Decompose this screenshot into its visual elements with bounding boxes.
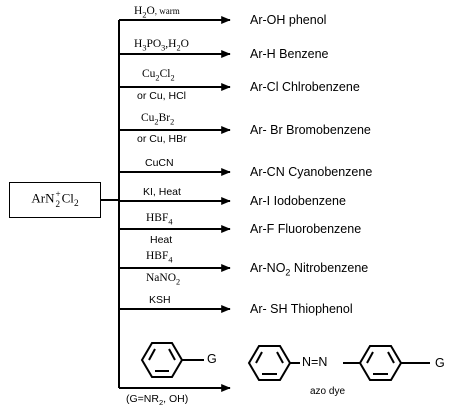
product-benzene: Ar-H Benzene — [250, 47, 329, 61]
product-bromobenzene: Ar- Br Bromobenzene — [250, 123, 371, 137]
azo-linkage: N=N — [302, 355, 328, 369]
reagent-nitrobenzene-top: HBF4 — [146, 250, 173, 265]
azo-dye-label: azo dye — [310, 386, 346, 397]
product-nitrobenzene: Ar-NO2 Nitrobenzene — [250, 261, 369, 278]
product-phenol: Ar-OH phenol — [250, 13, 327, 27]
azo-dye-structure — [247, 345, 430, 381]
product-iodobenzene: Ar-I Iodobenzene — [250, 194, 346, 208]
reagent-nitrobenzene-bottom: NaNO2 — [146, 272, 181, 287]
reagent-chlorobenzene-top: Cu2Cl2 — [142, 68, 175, 83]
reagent-bromobenzene-bottom: or Cu, HBr — [137, 133, 187, 145]
product-fluorobenzene: Ar-F Fluorobenzene — [250, 222, 362, 236]
reagent-fluorobenzene-bottom: Heat — [150, 234, 173, 246]
benzene-ring-reactant — [140, 342, 204, 378]
branch-arrows — [119, 16, 231, 392]
coupling-condition: (G=NR2, OH) — [126, 393, 189, 408]
reagent-thiophenol: KSH — [149, 294, 171, 306]
reagent-fluorobenzene-top: HBF4 — [146, 212, 173, 227]
reagent-iodobenzene: KI, Heat — [143, 186, 181, 198]
substituent-g-right: G — [435, 356, 445, 370]
reagent-bromobenzene-top: Cu2Br2 — [141, 112, 175, 127]
substituent-g-left: G — [207, 352, 217, 366]
product-cyanobenzene: Ar-CN Cyanobenzene — [250, 165, 373, 179]
reagent-cyanobenzene: CuCN — [145, 157, 174, 169]
reagent-chlorobenzene-bottom: or Cu, HCl — [137, 90, 187, 102]
reagent-benzene: H3PO3,H2O — [134, 38, 189, 53]
product-thiophenol: Ar- SH Thiophenol — [250, 302, 353, 316]
product-chlorobenzene: Ar-Cl Chlrobenzene — [250, 80, 360, 94]
reagent-phenol: H2O, warm — [134, 5, 180, 20]
